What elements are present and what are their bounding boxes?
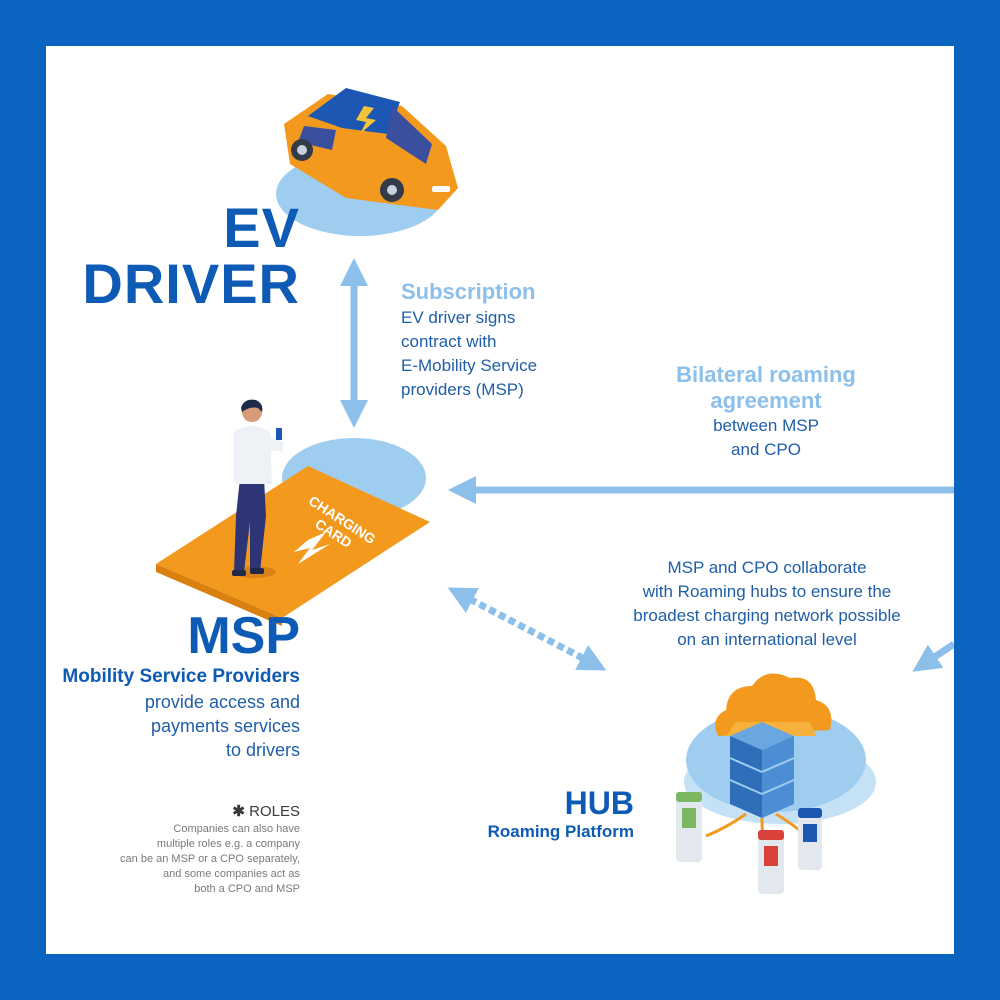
roles-line-1: Companies can also have <box>173 823 300 835</box>
hub-subtitle: Roaming Platform <box>487 822 634 841</box>
bilateral-line-1: between MSP <box>713 416 819 435</box>
subscription-block: Subscription EV driver signs contract wi… <box>401 278 537 402</box>
hub-block: HUB Roaming Platform <box>374 786 634 844</box>
bilateral-title-line1: Bilateral roaming <box>676 362 856 387</box>
msp-line-1: provide access and <box>144 692 300 712</box>
hub-title: HUB <box>564 785 634 821</box>
person-icon <box>232 399 284 578</box>
msp-line-2: payments services <box>150 716 300 736</box>
subscription-title: Subscription <box>401 279 536 304</box>
ev-driver-line2: DRIVER <box>82 252 300 315</box>
subscription-line-4: providers (MSP) <box>401 380 524 399</box>
ev-driver-title: EV DRIVER <box>82 200 300 312</box>
bilateral-title-line2: agreement <box>710 388 822 413</box>
subscription-line-2: contract with <box>401 332 497 351</box>
charging-card-icon <box>156 438 430 626</box>
bilateral-line-2: and CPO <box>731 440 801 459</box>
roles-title: ROLES <box>249 803 300 820</box>
roles-line-4: and some companies act as <box>163 868 300 880</box>
subscription-line-3: E-Mobility Service <box>401 356 538 375</box>
msp-title: MSP <box>187 607 300 665</box>
msp-block: MSP Mobility Service Providers provide a… <box>46 610 300 762</box>
charger-blue-icon <box>798 808 822 870</box>
collaborate-line-4: on an international level <box>677 630 857 649</box>
infographic-frame: CHARGING CARD EV DRIVER Subscription EV … <box>46 46 954 954</box>
bilateral-block: Bilateral roaming agreement between MSP … <box>606 362 926 462</box>
roles-line-5: both a CPO and MSP <box>194 883 300 895</box>
cpo-hub-arrow <box>912 641 954 672</box>
roles-block: ✱ ROLES Companies can also have multiple… <box>46 802 300 897</box>
hub-connection-arrow <box>447 587 607 671</box>
charger-red-icon <box>758 830 784 894</box>
collaborate-line-1: MSP and CPO collaborate <box>667 558 867 577</box>
collaborate-line-2: with Roaming hubs to ensure the <box>642 582 892 601</box>
collaborate-block: MSP and CPO collaborate with Roaming hub… <box>586 556 948 652</box>
collaborate-line-3: broadest charging network possible <box>633 606 901 625</box>
ev-car-icon <box>276 88 458 236</box>
asterisk-icon: ✱ <box>232 803 250 820</box>
msp-subtitle: Mobility Service Providers <box>62 666 300 687</box>
subscription-line-1: EV driver signs <box>401 308 516 327</box>
ev-driver-line1: EV <box>223 196 300 259</box>
charger-green-icon <box>676 792 702 862</box>
diagram-artwork <box>156 88 954 894</box>
hub-platform-icon <box>676 673 876 894</box>
msp-line-3: to drivers <box>225 740 300 760</box>
roles-line-3: can be an MSP or a CPO separately, <box>120 853 300 865</box>
roles-line-2: multiple roles e.g. a company <box>156 838 300 850</box>
